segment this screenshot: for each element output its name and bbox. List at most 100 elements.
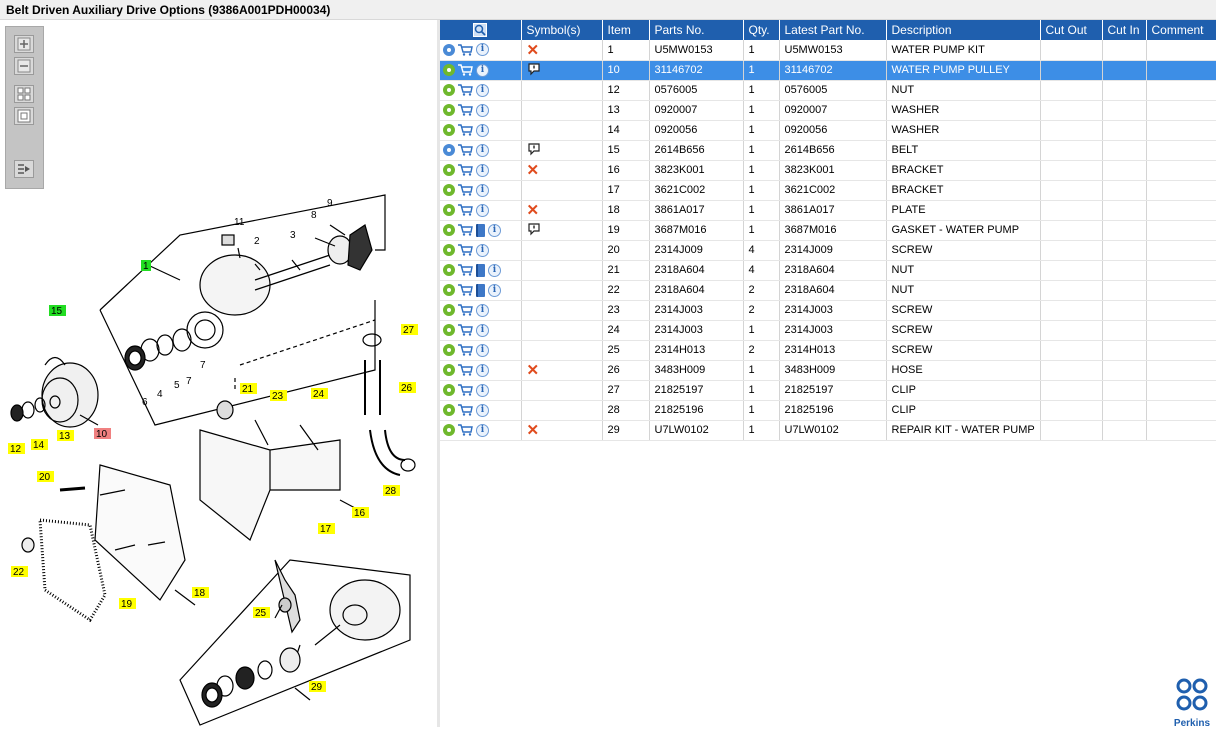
add-to-cart-icon[interactable] bbox=[458, 64, 473, 76]
part-details-gear-icon[interactable] bbox=[443, 64, 455, 76]
superseded-x-icon[interactable]: ✕ bbox=[526, 362, 540, 379]
info-icon[interactable]: i bbox=[476, 83, 489, 97]
part-details-gear-icon[interactable] bbox=[443, 224, 455, 236]
add-to-cart-icon[interactable] bbox=[458, 164, 473, 176]
column-header-symbols[interactable]: Symbol(s) bbox=[521, 20, 603, 40]
part-details-gear-icon[interactable] bbox=[443, 264, 455, 276]
callout-13[interactable] bbox=[57, 430, 74, 441]
column-header-cut-out[interactable]: Cut Out bbox=[1040, 20, 1103, 40]
callout-15[interactable] bbox=[49, 305, 66, 316]
part-details-gear-icon[interactable] bbox=[443, 184, 455, 196]
part-details-gear-icon[interactable] bbox=[443, 104, 455, 116]
part-details-gear-icon[interactable] bbox=[443, 84, 455, 96]
info-icon[interactable]: i bbox=[476, 163, 489, 177]
part-details-gear-icon[interactable] bbox=[443, 124, 455, 136]
callout-11[interactable]: 11 bbox=[234, 217, 245, 228]
export-icon[interactable] bbox=[14, 160, 34, 178]
add-to-cart-icon[interactable] bbox=[458, 404, 473, 416]
column-header-cut-in[interactable]: Cut In bbox=[1102, 20, 1147, 40]
info-icon[interactable]: i bbox=[476, 303, 489, 317]
info-icon[interactable]: i bbox=[476, 123, 489, 137]
info-icon[interactable]: i bbox=[488, 283, 501, 297]
part-details-gear-icon[interactable] bbox=[443, 364, 455, 376]
info-icon[interactable]: i bbox=[476, 403, 489, 417]
search-filter-icon[interactable] bbox=[473, 23, 488, 38]
info-icon[interactable]: i bbox=[488, 223, 501, 237]
part-details-gear-icon[interactable] bbox=[443, 144, 455, 156]
note-balloon-icon[interactable] bbox=[527, 222, 541, 239]
note-balloon-icon[interactable] bbox=[527, 142, 541, 159]
part-details-gear-icon[interactable] bbox=[443, 204, 455, 216]
documentation-book-icon[interactable] bbox=[476, 223, 485, 237]
info-icon[interactable]: i bbox=[476, 323, 489, 337]
callout-1[interactable] bbox=[141, 260, 151, 271]
add-to-cart-icon[interactable] bbox=[458, 284, 473, 296]
exploded-parts-diagram[interactable]: 1 2 3 8 9 11 4 5 6 7 7 10 12 13 14 15 16… bbox=[0, 20, 437, 727]
info-icon[interactable]: i bbox=[476, 143, 489, 157]
column-header-description[interactable]: Description bbox=[886, 20, 1041, 40]
add-to-cart-icon[interactable] bbox=[458, 244, 473, 256]
part-details-gear-icon[interactable] bbox=[443, 344, 455, 356]
callout-14[interactable] bbox=[31, 439, 48, 450]
note-balloon-icon[interactable] bbox=[527, 62, 541, 79]
callout-25[interactable] bbox=[253, 607, 270, 618]
info-icon[interactable]: i bbox=[476, 383, 489, 397]
superseded-x-icon[interactable]: ✕ bbox=[526, 202, 540, 219]
info-icon[interactable]: i bbox=[476, 183, 489, 197]
add-to-cart-icon[interactable] bbox=[458, 204, 473, 216]
callout-26[interactable] bbox=[399, 382, 416, 393]
callout-6[interactable]: 6 bbox=[142, 397, 148, 408]
callout-22[interactable] bbox=[11, 566, 28, 577]
superseded-x-icon[interactable]: ✕ bbox=[526, 41, 540, 59]
callout-23[interactable] bbox=[270, 390, 287, 401]
add-to-cart-icon[interactable] bbox=[458, 344, 473, 356]
info-icon[interactable]: i bbox=[476, 103, 489, 117]
callout-16[interactable] bbox=[352, 507, 369, 518]
callout-19[interactable] bbox=[119, 598, 136, 609]
info-icon[interactable]: i bbox=[476, 343, 489, 357]
column-header-comment[interactable]: Comment bbox=[1146, 20, 1216, 40]
callout-18[interactable] bbox=[192, 587, 209, 598]
info-icon[interactable]: i bbox=[476, 63, 489, 77]
add-to-cart-icon[interactable] bbox=[458, 184, 473, 196]
add-to-cart-icon[interactable] bbox=[458, 124, 473, 136]
part-details-gear-icon[interactable] bbox=[443, 404, 455, 416]
callout-10[interactable] bbox=[94, 428, 111, 439]
column-header-item[interactable]: Item bbox=[602, 20, 650, 40]
part-details-gear-icon[interactable] bbox=[443, 244, 455, 256]
diagram-pane[interactable]: 1 2 3 8 9 11 4 5 6 7 7 10 12 13 14 15 16… bbox=[0, 20, 437, 727]
documentation-book-icon[interactable] bbox=[476, 283, 485, 297]
superseded-x-icon[interactable]: ✕ bbox=[526, 162, 540, 179]
add-to-cart-icon[interactable] bbox=[458, 44, 473, 56]
column-header-parts-no[interactable]: Parts No. bbox=[649, 20, 744, 40]
add-to-cart-icon[interactable] bbox=[458, 424, 473, 436]
info-icon[interactable]: i bbox=[476, 203, 489, 217]
part-details-gear-icon[interactable] bbox=[443, 424, 455, 436]
zoom-out-icon[interactable] bbox=[14, 57, 34, 75]
column-header-latest-part-no[interactable]: Latest Part No. bbox=[779, 20, 887, 40]
info-icon[interactable]: i bbox=[488, 263, 501, 277]
superseded-x-icon[interactable]: ✕ bbox=[526, 422, 540, 439]
info-icon[interactable]: i bbox=[476, 43, 489, 57]
callout-27[interactable] bbox=[401, 324, 418, 335]
zoom-in-icon[interactable] bbox=[14, 35, 34, 53]
info-icon[interactable]: i bbox=[476, 243, 489, 257]
callout-21[interactable] bbox=[240, 383, 257, 394]
documentation-book-icon[interactable] bbox=[476, 263, 485, 277]
